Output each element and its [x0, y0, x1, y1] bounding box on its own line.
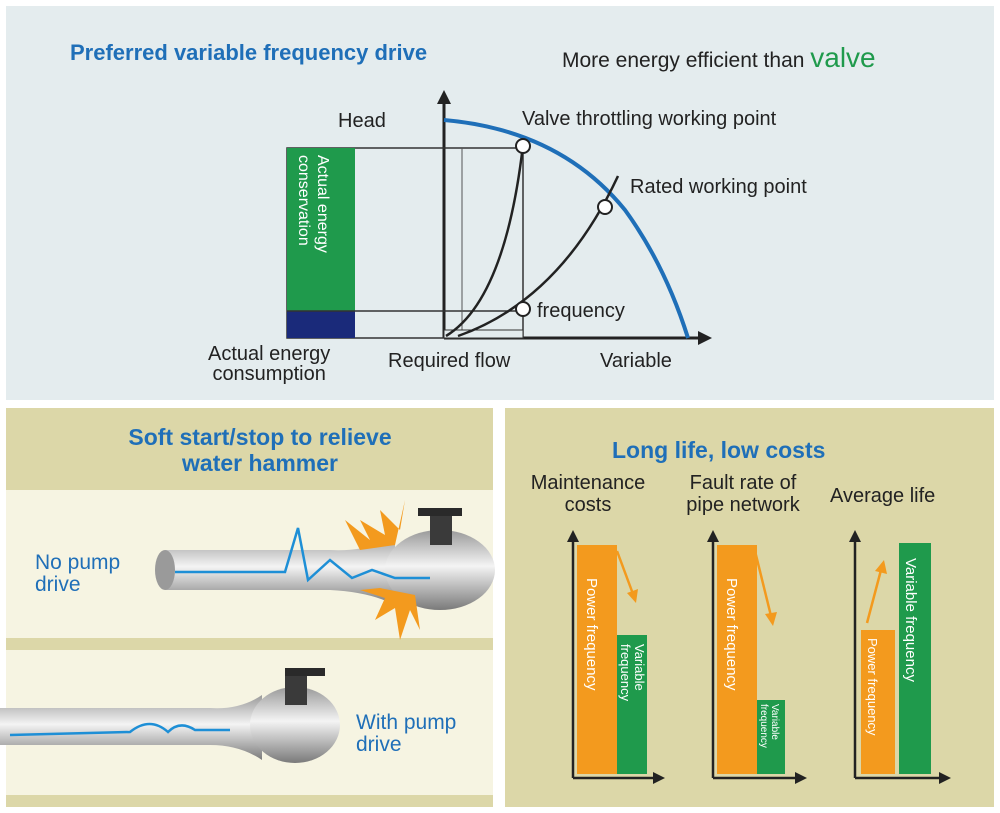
- conservation-label: Actual energy conservation: [295, 155, 331, 253]
- with-pump-valve-handle: [285, 668, 325, 676]
- chart2-power-bar: [717, 545, 757, 774]
- x-axis-arrow: [698, 331, 712, 345]
- chart2-variable-bar: [757, 700, 785, 774]
- flow-band: [443, 329, 524, 339]
- chart2-down-arrow: [753, 550, 773, 617]
- chart1-y-arrow: [567, 530, 579, 542]
- rated-working-point: [597, 199, 613, 215]
- chart1-power-label: Power frequency: [583, 578, 600, 691]
- valve-system-curve: [445, 144, 525, 338]
- subtitle-valve: valve: [810, 42, 876, 73]
- chart1-variable-label: Variable frequency: [618, 644, 647, 702]
- chart3-up-arrowhead: [875, 560, 887, 574]
- no-pump-valve-body: [385, 530, 495, 610]
- comparison-charts: [567, 530, 951, 784]
- valve-point-label: Valve throttling working point: [522, 108, 777, 130]
- energy-conservation-bar: [287, 148, 355, 311]
- variable-label: Variable: [600, 350, 672, 372]
- chart2-x-arrow: [795, 772, 807, 784]
- pump-head-curve: [443, 118, 690, 339]
- pipe-illustration: [0, 500, 495, 763]
- with-pump-valve-body: [250, 687, 340, 763]
- water-hammer-spark-top: [345, 500, 405, 550]
- chart1-x-arrow: [653, 772, 665, 784]
- with-pump-label: With pump drive: [356, 711, 457, 756]
- chart1-variable-bar: [617, 635, 647, 774]
- chart3-variable-label: Variable frequency: [902, 558, 919, 682]
- no-pump-pipe: [165, 535, 395, 605]
- pump-curve-diagram: [286, 90, 712, 345]
- top-subtitle: More energy efficient than valve: [562, 42, 876, 74]
- with-pump-pipe: [0, 695, 262, 760]
- water-hammer-spark-bottom: [360, 588, 420, 640]
- with-pump-wave: [9, 722, 230, 737]
- chart3-up-arrow: [865, 569, 883, 624]
- top-title: Preferred variable frequency drive: [70, 40, 428, 65]
- chart3-variable-bar: [899, 543, 931, 774]
- chart2-y-arrow: [707, 530, 719, 542]
- head-label: Head: [338, 110, 386, 132]
- frequency-label: frequency: [537, 300, 625, 322]
- chart2-power-label: Power frequency: [723, 578, 740, 691]
- chart3-power-label: Power frequency: [865, 638, 880, 736]
- chart2-title: Fault rate of pipe network: [686, 472, 800, 516]
- chart2-variable-label: Variable frequency: [758, 704, 780, 748]
- chart1-power-bar: [577, 545, 617, 774]
- no-pump-label: No pump drive: [35, 551, 121, 596]
- with-pump-valve-stem: [285, 675, 307, 705]
- no-pump-valve-stem: [430, 515, 452, 545]
- chart3-power-bar: [861, 630, 895, 774]
- y-axis-arrow: [437, 90, 451, 104]
- valve-working-point: [515, 138, 531, 154]
- required-flow-label: Required flow: [388, 350, 511, 372]
- no-pump-valve-handle: [418, 508, 462, 516]
- no-pump-wave: [175, 527, 430, 583]
- frequency-working-point: [515, 301, 531, 317]
- chart1-title: Maintenance costs: [530, 472, 646, 516]
- chart2-down-arrowhead: [765, 612, 777, 626]
- chart3-y-arrow: [849, 530, 861, 542]
- rated-point-label: Rated working point: [630, 176, 807, 198]
- subtitle-prefix: More energy efficient than: [562, 49, 811, 72]
- chart3-title: Average life: [830, 485, 936, 507]
- no-pump-pipe-end: [155, 550, 175, 590]
- long-life-title: Long life, low costs: [612, 437, 826, 463]
- energy-consumption-bar: [287, 311, 355, 338]
- chart1-down-arrowhead: [627, 589, 638, 603]
- chart1-down-arrow: [615, 550, 635, 595]
- water-hammer-title: Soft start/stop to relieve water hammer: [128, 424, 392, 476]
- chart3-x-arrow: [939, 772, 951, 784]
